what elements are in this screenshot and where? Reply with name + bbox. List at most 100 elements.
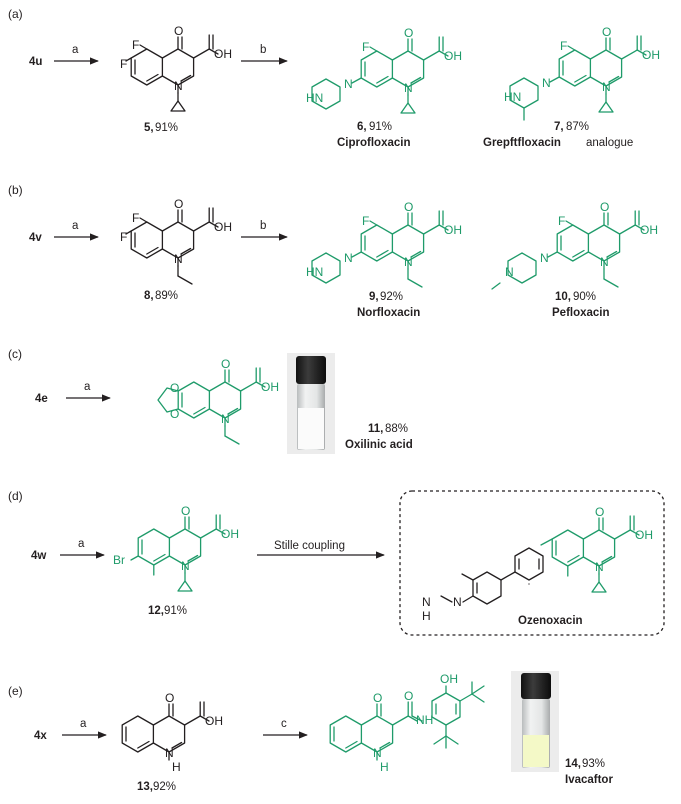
compound-number: 11, xyxy=(368,423,383,435)
compound-name: Pefloxacin xyxy=(552,307,610,319)
atom-n: N xyxy=(344,77,353,91)
reagent-a-5: a xyxy=(80,718,87,730)
caption-12: 12, 91% xyxy=(148,605,187,617)
reagent-stille: Stille coupling xyxy=(274,540,345,552)
structure-ozenoxacin-core xyxy=(540,515,640,593)
atom-o: O xyxy=(404,689,413,703)
panel-e-label: (e) xyxy=(8,684,23,698)
structure-5 xyxy=(125,34,219,112)
structure-14-ivacaftor xyxy=(329,701,423,761)
caption-14: 14, 93% Ivacaftor xyxy=(565,758,613,786)
atom-oh: OH xyxy=(205,714,223,728)
atom-n: N xyxy=(602,80,611,94)
atom-f: F xyxy=(558,214,565,228)
atom-n: N xyxy=(174,252,183,266)
compound-yield: 92% xyxy=(380,291,403,303)
compound-yield: 89% xyxy=(155,290,178,302)
compound-yield: 87% xyxy=(566,121,589,133)
compound-yield: 91% xyxy=(369,121,392,133)
atom-n: N xyxy=(181,559,190,573)
structure-ozenoxacin-biaryl xyxy=(440,547,544,605)
panel-a xyxy=(54,34,647,121)
atom-oh: OH xyxy=(444,49,462,63)
atom-f: F xyxy=(120,230,127,244)
compound-yield: 92% xyxy=(153,781,176,793)
atom-oh: OH xyxy=(640,223,658,237)
structure-6-ciprofloxacin xyxy=(311,36,449,114)
caption-13: 13, 92% xyxy=(137,781,176,793)
start-4x: 4x xyxy=(34,730,47,742)
vial-photo-14 xyxy=(511,671,559,772)
atom-f: F xyxy=(560,39,567,53)
atom-hn: HN xyxy=(306,265,323,279)
atom-o: O xyxy=(373,691,382,705)
compound-name: Grepftfloxacin xyxy=(483,137,561,149)
atom-n: N xyxy=(404,81,413,95)
atom-n: N xyxy=(540,251,549,265)
reagent-a-2: a xyxy=(72,220,79,232)
compound-number: 13, xyxy=(137,781,153,793)
reagent-a-3: a xyxy=(84,381,91,393)
compound-number: 7, xyxy=(554,121,564,133)
atom-o: O xyxy=(174,197,183,211)
atom-oh: OH xyxy=(642,48,660,62)
atom-oh: OH xyxy=(214,220,232,234)
panel-e xyxy=(62,671,559,772)
atom-n: N xyxy=(344,251,353,265)
reagent-c: c xyxy=(281,718,287,730)
compound-name: Norfloxacin xyxy=(357,307,420,319)
atom-nh: NH xyxy=(416,713,433,727)
panel-b-label: (b) xyxy=(8,183,23,197)
compound-number: 6, xyxy=(357,121,367,133)
atom-f: F xyxy=(132,38,139,52)
atom-o: O xyxy=(602,25,611,39)
compound-number: 5, xyxy=(144,122,154,134)
atom-f: F xyxy=(362,40,369,54)
atom-n: N xyxy=(174,79,183,93)
caption-11: 11, 88% Oxilinic acid xyxy=(345,423,413,451)
atom-o: O xyxy=(600,200,609,214)
atom-n: N xyxy=(505,265,514,279)
compound-name: Ozenoxacin xyxy=(518,615,583,627)
compound-yield: 88% xyxy=(385,423,408,435)
caption-ozenoxacin: Ozenoxacin xyxy=(518,615,583,627)
panel-b xyxy=(54,207,645,290)
compound-yield: 91% xyxy=(164,605,187,617)
compound-number: 10, xyxy=(555,291,571,303)
atom-n: N xyxy=(165,746,174,760)
atom-n: N xyxy=(542,76,551,90)
compound-name-suffix: analogue xyxy=(586,137,633,149)
structure-12 xyxy=(130,514,226,592)
panel-c xyxy=(66,353,335,454)
compound-yield: 93% xyxy=(582,758,605,770)
structure-11-oxolinic-acid xyxy=(157,367,266,445)
atom-o: O xyxy=(174,24,183,38)
caption-8: 8, 89% xyxy=(144,290,178,302)
atom-f: F xyxy=(120,57,127,71)
atom-br: Br xyxy=(113,553,125,567)
vial-photo-11 xyxy=(287,353,335,454)
start-4v: 4v xyxy=(29,232,42,244)
structure-7-grepafloxacin-analogue xyxy=(509,35,647,121)
compound-yield: 90% xyxy=(573,291,596,303)
panel-d xyxy=(60,490,665,636)
atom-o: O xyxy=(404,200,413,214)
compound-number: 9, xyxy=(369,291,379,303)
structure-9-norfloxacin xyxy=(311,210,449,288)
reagent-a-1: a xyxy=(72,44,79,56)
atom-oh: OH xyxy=(261,380,279,394)
atom-oh: OH xyxy=(444,223,462,237)
reagent-b-2: b xyxy=(260,220,266,232)
reagent-b-1: b xyxy=(260,44,266,56)
structure-14-aryl xyxy=(431,681,485,749)
atom-h: H xyxy=(422,609,431,623)
atom-o: O xyxy=(170,381,179,395)
start-4e: 4e xyxy=(35,393,48,405)
ozenoxacin-box xyxy=(399,490,665,636)
atom-f: F xyxy=(362,214,369,228)
atom-oh: OH xyxy=(214,47,232,61)
atom-h: H xyxy=(380,760,389,774)
atom-n: N xyxy=(404,255,413,269)
structure-8 xyxy=(125,207,219,285)
